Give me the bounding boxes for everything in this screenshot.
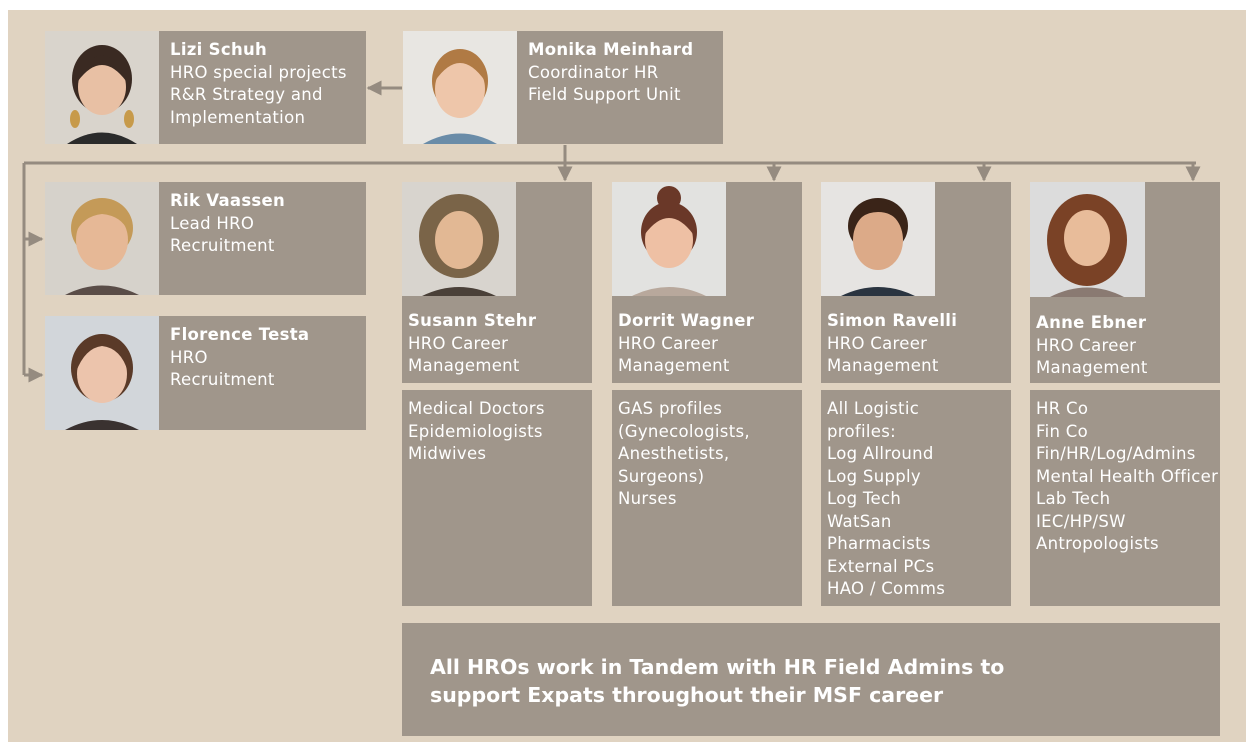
name-simon: Simon Ravelli [827, 311, 958, 330]
profile-item: Log Supply [827, 466, 921, 486]
name-anne: Anne Ebner [1036, 313, 1147, 332]
profiles-list-simon: All Logistic profiles: Log Allround Log … [821, 390, 1011, 606]
profile-item: Mental Health Officer [1036, 466, 1219, 486]
role-lizi-1: HRO special projects [170, 62, 347, 82]
profile-item: External PCs [827, 556, 935, 576]
profile-item: IEC/HP/SW [1036, 511, 1126, 531]
role-simon-1: HRO Career [827, 333, 928, 353]
role-monika-1: Coordinator HR [528, 62, 659, 82]
role-simon-2: Management [827, 356, 939, 375]
avatar-anne [1030, 182, 1145, 297]
profile-item: Pharmacists [827, 534, 931, 553]
person-card-susann: Susann Stehr HRO Career Management [402, 182, 592, 383]
role-lizi-2: R&R Strategy and [170, 85, 323, 104]
avatar-dorrit [612, 182, 726, 296]
person-card-monika: Monika Meinhard Coordinator HR Field Sup… [403, 31, 723, 144]
avatar-simon [821, 182, 935, 296]
profile-item: (Gynecologists, [618, 421, 750, 441]
profile-item: Medical Doctors [408, 399, 545, 418]
profile-item: Surgeons) [618, 466, 705, 486]
tandem-banner: All HROs work in Tandem with HR Field Ad… [402, 623, 1220, 736]
banner-line-2: support Expats throughout their MSF care… [430, 683, 944, 707]
profile-item: Anesthetists, [618, 444, 730, 463]
avatar-susann [402, 182, 516, 296]
profile-item: Log Allround [827, 444, 934, 463]
role-anne-2: Management [1036, 358, 1148, 377]
profiles-list-susann: Medical Doctors Epidemiologists Midwives [402, 390, 592, 606]
name-dorrit: Dorrit Wagner [618, 311, 755, 330]
profiles-list-dorrit: GAS profiles (Gynecologists, Anesthetist… [612, 390, 802, 606]
role-rik-1: Lead HRO [170, 213, 255, 233]
name-rik: Rik Vaassen [170, 191, 286, 210]
profile-item: Fin/HR/Log/Admins [1036, 444, 1196, 463]
role-susann-2: Management [408, 356, 520, 375]
avatar-monika [403, 31, 517, 144]
person-card-florence: Florence Testa HRO Recruitment [45, 316, 366, 430]
name-lizi: Lizi Schuh [170, 40, 268, 59]
profile-item: Midwives [408, 444, 487, 463]
org-chart-canvas: Lizi Schuh HRO special projects R&R Stra… [8, 10, 1246, 742]
role-susann-1: HRO Career [408, 333, 509, 353]
profile-item: Log Tech [827, 489, 902, 508]
role-rik-2: Recruitment [170, 236, 275, 255]
profile-item: HR Co [1036, 399, 1089, 418]
profile-item: Lab Tech [1036, 489, 1111, 508]
profile-item: Nurses [618, 489, 677, 508]
profiles-list-anne: HR Co Fin Co Fin/HR/Log/Admins Mental He… [1030, 390, 1220, 606]
role-lizi-3: Implementation [170, 107, 306, 127]
person-card-rik: Rik Vaassen Lead HRO Recruitment [45, 182, 366, 295]
name-monika: Monika Meinhard [528, 40, 694, 59]
role-monika-2: Field Support Unit [528, 85, 681, 104]
role-florence-1: HRO [170, 347, 208, 367]
profile-item: Epidemiologists [408, 421, 543, 441]
profile-item: All Logistic [827, 399, 920, 418]
profile-item: WatSan [827, 511, 892, 531]
avatar-lizi [45, 31, 159, 144]
name-florence: Florence Testa [170, 325, 310, 344]
profile-item: Antropologists [1036, 534, 1159, 553]
profile-item: GAS profiles [618, 399, 723, 418]
banner-line-1: All HROs work in Tandem with HR Field Ad… [430, 655, 1005, 679]
profile-item: Fin Co [1036, 421, 1088, 441]
person-card-simon: Simon Ravelli HRO Career Management [821, 182, 1011, 383]
role-dorrit-2: Management [618, 356, 730, 375]
avatar-florence [45, 316, 159, 430]
person-card-lizi: Lizi Schuh HRO special projects R&R Stra… [45, 31, 366, 144]
profile-item: HAO / Comms [827, 579, 946, 598]
connector-lines [22, 80, 1201, 383]
role-dorrit-1: HRO Career [618, 333, 719, 353]
avatar-rik [45, 182, 159, 295]
name-susann: Susann Stehr [408, 311, 537, 330]
person-card-anne: Anne Ebner HRO Career Management [1030, 182, 1220, 383]
role-anne-1: HRO Career [1036, 335, 1137, 355]
role-florence-2: Recruitment [170, 370, 275, 389]
profile-item: profiles: [827, 421, 896, 441]
person-card-dorrit: Dorrit Wagner HRO Career Management [612, 182, 802, 383]
